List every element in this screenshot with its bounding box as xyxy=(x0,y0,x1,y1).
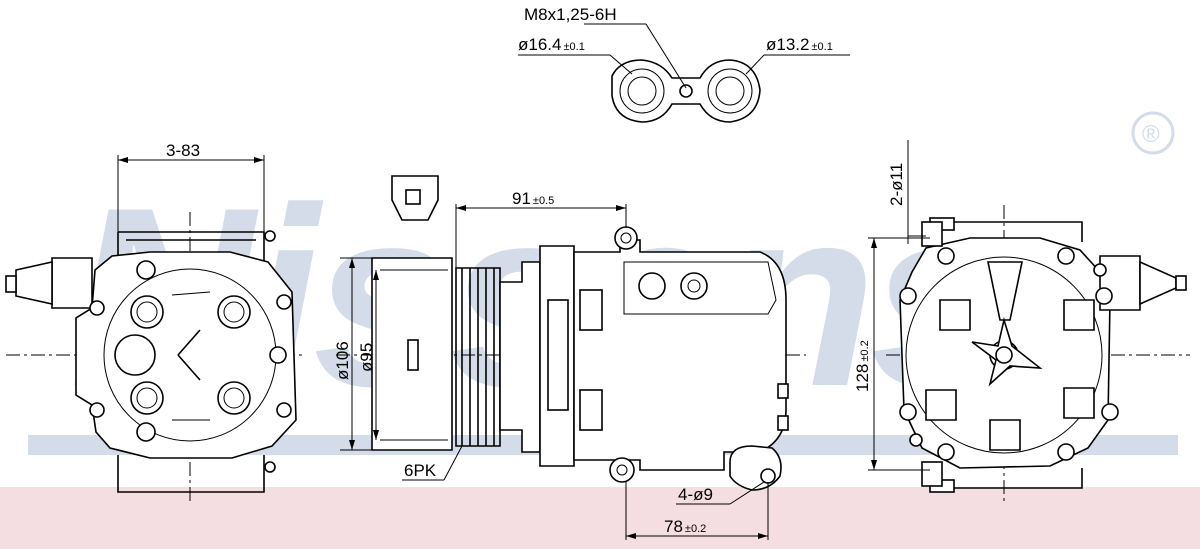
pink-band xyxy=(0,487,1200,549)
side-view xyxy=(336,175,806,540)
front-view xyxy=(868,140,1190,505)
dim-pulley-inner: ø95 xyxy=(357,343,376,372)
dim-side-holes: 2-ø11 xyxy=(887,163,906,206)
dim-port-right: ø13.2±0.1 xyxy=(766,35,833,54)
registered-mark: ® xyxy=(1142,121,1160,148)
dim-belt: 6PK xyxy=(404,461,437,480)
dim-mount-spacing: 78±0.2 xyxy=(664,517,706,536)
port-detail xyxy=(518,23,850,123)
dim-thread: M8x1,25-6H xyxy=(524,5,617,24)
dim-side-height: 128±0.2 xyxy=(853,340,872,392)
rear-view xyxy=(5,155,305,505)
dim-pulley-offset: 91±0.5 xyxy=(512,189,554,208)
registered-mark-circle xyxy=(1131,111,1175,155)
dim-port-left: ø16.4±0.1 xyxy=(518,35,585,54)
dim-front-width: 3-83 xyxy=(166,141,200,160)
dim-pulley-outer: ø106 xyxy=(333,341,352,380)
dim-mount-holes: 4-ø9 xyxy=(678,485,713,504)
